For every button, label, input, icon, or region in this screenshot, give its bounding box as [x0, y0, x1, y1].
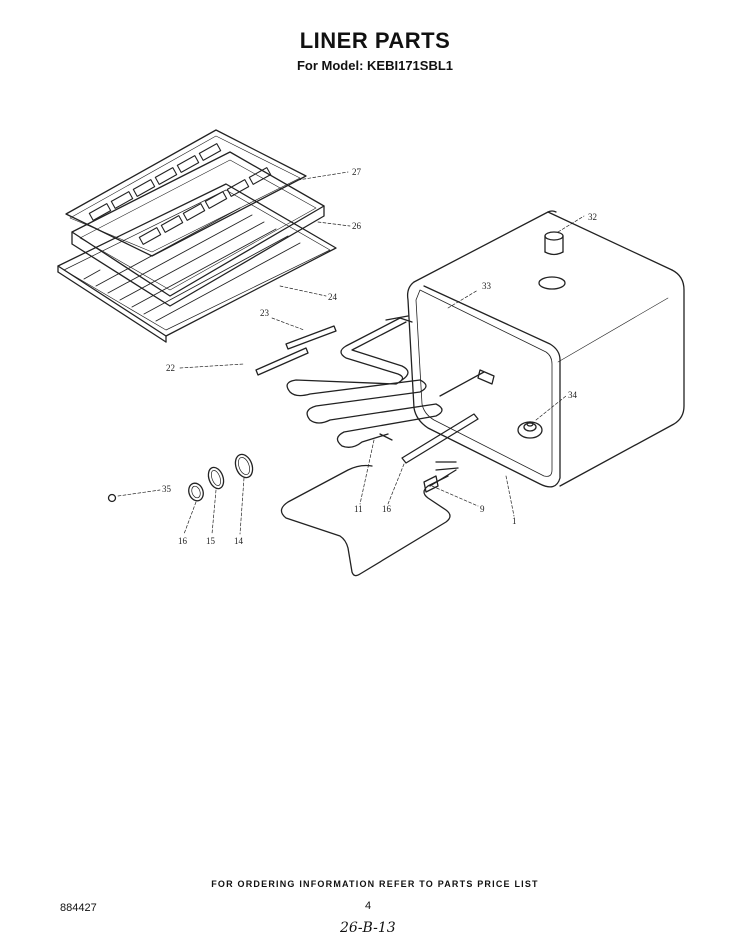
part-11-broil-element: [286, 315, 443, 448]
callout-11: 11: [354, 504, 363, 514]
part-23-rack-guide: [285, 325, 337, 350]
document-number: 884427: [60, 902, 97, 914]
callout-9: 9: [480, 504, 485, 514]
part-1-oven-liner: [406, 210, 685, 488]
callout-34: 34: [568, 390, 578, 400]
callout-27: 27: [352, 167, 362, 177]
callout-1: 1: [512, 516, 517, 526]
liner-top-opening: [538, 276, 566, 290]
part-16-terminal-block: [401, 369, 495, 464]
leader-lines: [117, 171, 585, 535]
callout-16-gasket: 16: [178, 536, 188, 546]
part-32-vent-fitting: [544, 231, 564, 256]
part-26-tray: [71, 151, 325, 307]
part-35-screw: [107, 493, 117, 503]
part-15-gasket: [207, 466, 225, 490]
part-22-rack-guide: [255, 347, 309, 376]
callout-14: 14: [234, 536, 244, 546]
callout-35: 35: [162, 484, 172, 494]
part-24-oven-rack: [57, 183, 337, 343]
callout-26: 26: [352, 221, 362, 231]
callout-23: 23: [260, 308, 270, 318]
callout-24: 24: [328, 292, 338, 302]
part-27-vent-panel: [65, 129, 307, 257]
handwritten-note: 26-B-13: [340, 920, 396, 936]
part-34-light-socket: [517, 421, 543, 439]
part-14-gasket: [234, 453, 254, 479]
callout-32: 32: [588, 212, 597, 222]
callout-22: 22: [166, 363, 175, 373]
callout-15: 15: [206, 536, 216, 546]
part-9-bake-element: [280, 461, 459, 577]
model-subtitle: For Model: KEBI171SBL1: [296, 58, 454, 73]
callout-16-terminal: 16: [382, 504, 392, 514]
ordering-note: FOR ORDERING INFORMATION REFER TO PARTS …: [211, 879, 539, 889]
callout-33: 33: [482, 281, 492, 291]
page-number: 4: [365, 900, 372, 912]
page-title: LINER PARTS: [299, 28, 451, 53]
part-16-gasket: [188, 482, 204, 502]
